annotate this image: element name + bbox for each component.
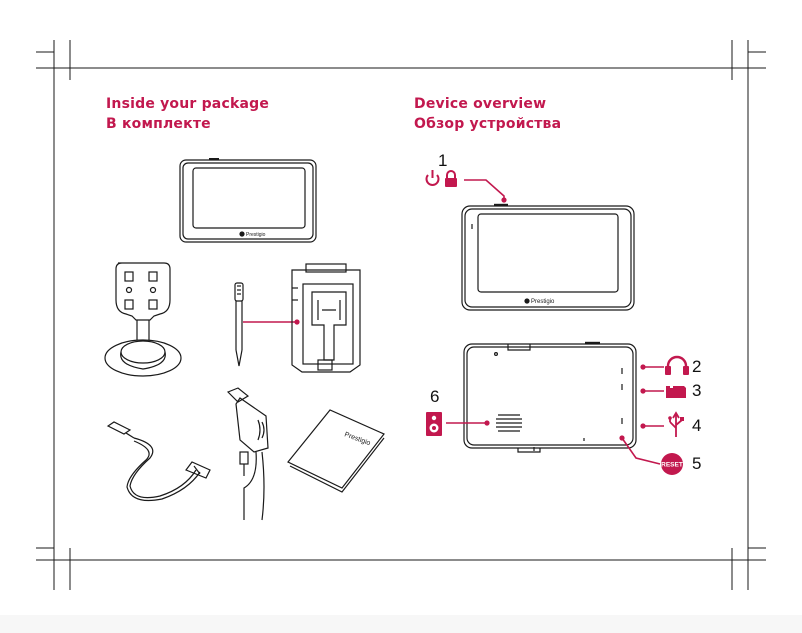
holder-cradle-illustration [291, 263, 361, 373]
stylus-slot-marker [294, 319, 300, 325]
memory-card-icon [666, 385, 686, 398]
reset-button-icon: RESET [661, 453, 683, 475]
callout-1-dot [501, 197, 507, 203]
callout-number-4: 4 [692, 416, 702, 435]
heading-device-overview-ru: Обзор устройства [414, 116, 562, 132]
callout-number-6: 6 [430, 387, 440, 406]
callout-4-dot [640, 423, 646, 429]
device-front-logo-text: Prestigio [531, 299, 555, 305]
device-front-illustration [461, 203, 635, 311]
callout-5-dot [619, 435, 625, 441]
gps-device-illustration [179, 158, 317, 243]
device-back-illustration [463, 341, 637, 453]
headphones-icon [665, 355, 689, 375]
callout-number-3: 3 [692, 381, 702, 400]
callout-1-line [464, 179, 505, 199]
device-logo-text-small: Prestigio [246, 232, 266, 238]
heading-inside-package-en: Inside your package [106, 96, 270, 112]
reset-label: RESET [661, 462, 683, 469]
callout-2-dot [640, 364, 646, 370]
callout-number-5: 5 [692, 454, 702, 473]
car-charger-illustration [226, 387, 269, 521]
suction-mount-illustration [104, 262, 182, 377]
callout-number-2: 2 [692, 357, 702, 376]
usb-icon [668, 411, 684, 437]
callout-5-line [621, 437, 661, 465]
callout-6-dot [484, 420, 490, 426]
page-bottom-band [0, 615, 802, 633]
callout-number-1: 1 [438, 151, 448, 170]
callout-3-dot [640, 388, 646, 394]
speaker-icon [426, 412, 442, 436]
speaker-grille [496, 414, 522, 432]
heading-inside-package-ru: В комплекте [106, 116, 211, 132]
heading-device-overview-en: Device overview [414, 96, 547, 112]
usb-cable-illustration [106, 421, 211, 502]
lock-icon [445, 170, 457, 187]
user-manual-illustration [287, 409, 385, 493]
stylus-illustration [234, 282, 244, 367]
power-icon [425, 170, 440, 186]
